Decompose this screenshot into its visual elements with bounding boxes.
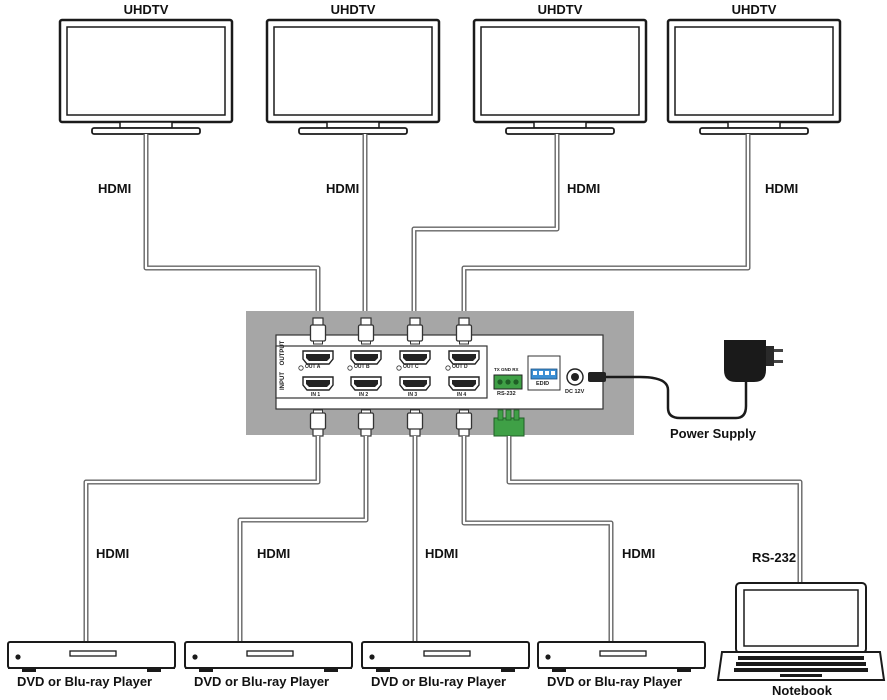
input-port-3 — [399, 376, 431, 391]
input-port-2 — [350, 376, 382, 391]
source-label-1: DVD or Blu-ray Player — [17, 674, 153, 689]
uhdtv-display-2 — [265, 18, 441, 136]
display-label-1: UHDTV — [123, 2, 169, 17]
port-label-in-1: IN 1 — [311, 392, 321, 398]
input-port-1 — [302, 376, 334, 391]
dvd-player-4 — [537, 641, 706, 673]
rs232-cable-label: RS-232 — [752, 550, 797, 565]
output-port-d — [448, 350, 480, 365]
uhdtv-display-3 — [472, 18, 648, 136]
uhdtv-display-4 — [666, 18, 842, 136]
port-label-out-a: OUT A — [305, 364, 321, 370]
bottom-hdmi-label-3: HDMI — [425, 546, 459, 561]
edid-label: EDID — [536, 381, 550, 387]
top-hdmi-label-2: HDMI — [326, 181, 360, 196]
bottom-hdmi-cables — [83, 436, 614, 643]
uhdtv-display-1 — [58, 18, 234, 136]
source-label-4: DVD or Blu-ray Player — [547, 674, 683, 689]
dc-jack-label: DC 12V — [565, 389, 585, 395]
source-label-2: DVD or Blu-ray Player — [194, 674, 330, 689]
output-port-a — [302, 350, 334, 365]
output-side-label: OUTPUT — [280, 340, 286, 366]
notebook-label: Notebook — [772, 683, 832, 698]
edid-dip-switch — [527, 355, 561, 391]
port-label-in-3: IN 3 — [408, 392, 418, 398]
rs232-cable — [506, 436, 803, 584]
port-label-in-2: IN 2 — [359, 392, 369, 398]
input-port-4 — [448, 376, 480, 391]
power-adapter-icon — [724, 340, 783, 382]
power-cable — [588, 372, 748, 420]
rs232-port-label: RS-232 — [497, 391, 516, 397]
bottom-hdmi-label-2: HDMI — [257, 546, 291, 561]
source-label-3: DVD or Blu-ray Player — [371, 674, 507, 689]
dvd-player-3 — [361, 641, 530, 673]
port-label-out-d: OUT D — [452, 364, 468, 370]
hdmi-matrix-device — [246, 311, 634, 435]
dvd-player-1 — [7, 641, 176, 673]
dvd-player-2 — [184, 641, 353, 673]
notebook-icon — [716, 582, 886, 681]
bottom-hdmi-label-4: HDMI — [622, 546, 656, 561]
output-port-c — [399, 350, 431, 365]
dc-power-jack — [566, 368, 584, 386]
port-label-out-b: OUT B — [354, 364, 370, 370]
port-label-out-c: OUT C — [403, 364, 419, 370]
input-side-label: INPUT — [280, 372, 286, 390]
output-port-b — [350, 350, 382, 365]
top-hdmi-label-3: HDMI — [567, 181, 601, 196]
display-label-3: UHDTV — [537, 2, 583, 17]
bottom-hdmi-label-1: HDMI — [96, 546, 130, 561]
rs232-phoenix-plug — [493, 409, 525, 437]
rs232-pin-label: TX GND RX — [494, 367, 519, 372]
display-label-4: UHDTV — [731, 2, 777, 17]
top-hdmi-label-4: HDMI — [765, 181, 799, 196]
port-label-in-4: IN 4 — [457, 392, 467, 398]
top-hdmi-cables — [143, 134, 751, 318]
top-hdmi-label-1: HDMI — [98, 181, 132, 196]
rs232-terminal-block — [493, 374, 523, 390]
display-label-2: UHDTV — [330, 2, 376, 17]
power-supply-label: Power Supply — [670, 426, 756, 441]
